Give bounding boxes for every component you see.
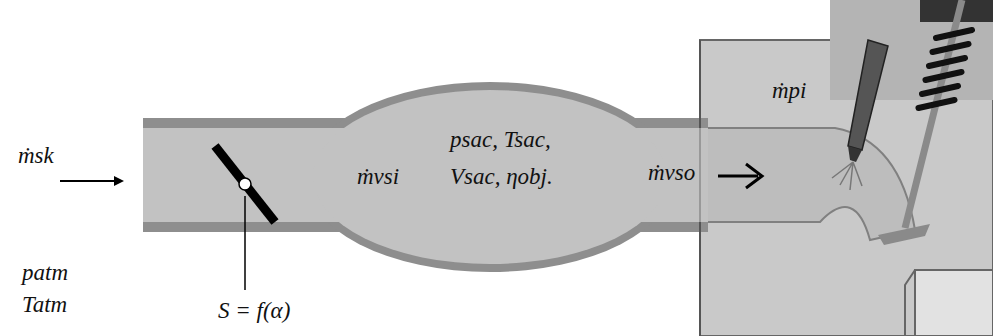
symbol-label: psac, Tsac, xyxy=(450,127,551,152)
cylinder xyxy=(915,270,993,336)
symbol-label: ṁpi xyxy=(772,78,807,103)
symbol-label: patm xyxy=(22,260,68,285)
valve-cover xyxy=(830,0,993,100)
manifold-interior xyxy=(143,90,708,264)
leader-line xyxy=(244,196,246,290)
intake-port xyxy=(700,128,915,240)
symbol-label: ṁvsi xyxy=(357,164,399,189)
symbol-label: ṁsk xyxy=(18,143,54,168)
outflow-arrow xyxy=(718,164,762,188)
symbol-label: Tatm xyxy=(22,292,67,317)
valve-spring xyxy=(919,30,973,108)
symbol-label: S = f(α) xyxy=(218,298,290,323)
fuel-injector xyxy=(832,40,888,190)
symbol-label: Vsac, ηobj. xyxy=(450,164,553,189)
valve-head xyxy=(878,224,930,245)
inflow-arrow xyxy=(60,180,122,182)
manifold-wall xyxy=(143,82,708,272)
symbol-label: ṁvso xyxy=(648,160,695,185)
